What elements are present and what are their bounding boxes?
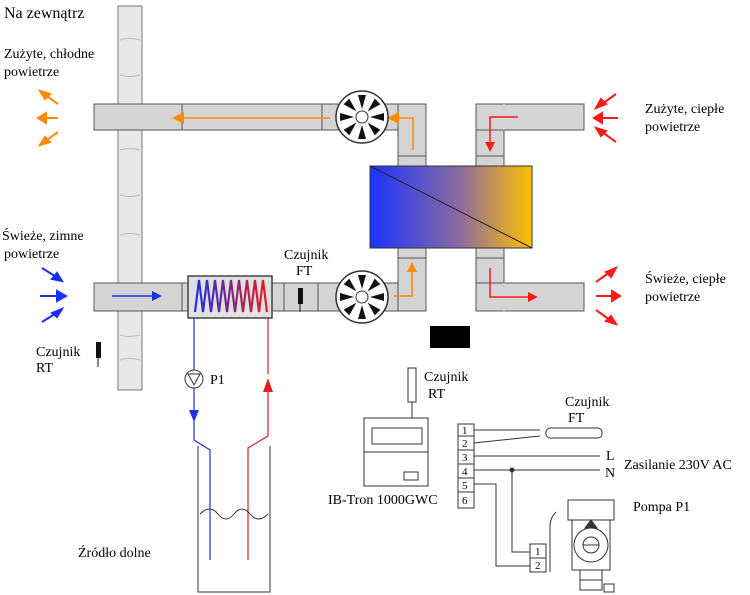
sensor-probe-icon xyxy=(298,288,303,312)
terminal-2: 2 xyxy=(462,438,468,450)
sensor-rt-left-label-1: Czujnik xyxy=(36,345,80,360)
terminal-5: 5 xyxy=(462,480,468,492)
warm-exhaust-duct xyxy=(475,103,585,167)
exhaust-cold-arrows xyxy=(36,89,59,147)
neutral-N-label: N xyxy=(605,466,615,481)
fresh-warm-label-2: powietrze xyxy=(645,290,700,305)
wiring xyxy=(473,429,600,567)
sensor-rt-controller-label-1: Czujnik xyxy=(424,370,468,385)
sensor-ft-terminal-label-2: FT xyxy=(568,411,585,426)
terminal-4: 4 xyxy=(462,466,468,478)
power-supply-label: Zasilanie 230V AC xyxy=(624,458,732,473)
sensor-rt-controller-label-2: RT xyxy=(428,387,445,402)
terminal-6: 6 xyxy=(462,495,468,507)
sensor-ft-terminal-label-1: Czujnik xyxy=(565,395,609,410)
pump-icon xyxy=(549,499,615,593)
sensor-probe-icon xyxy=(96,342,101,367)
pump-terminal-1: 1 xyxy=(535,546,541,558)
exhaust-turn-arrow xyxy=(387,112,414,150)
sensor-probe-icon xyxy=(545,427,603,439)
pump-terminal-block xyxy=(529,543,547,573)
pump-icon xyxy=(184,369,204,389)
ground-source-piping xyxy=(189,318,273,560)
fresh-turn-arrow xyxy=(394,270,413,297)
pump-symbol-label: P1 xyxy=(210,373,225,388)
exhaust-warm-label-1: Zużyte, ciepłe xyxy=(645,102,724,117)
controller-device xyxy=(363,417,429,487)
outside-air-intake-column xyxy=(117,5,143,391)
fresh-cold-label-2: powietrze xyxy=(4,247,59,262)
pump-name-label: Pompa P1 xyxy=(633,500,690,515)
terminal-1: 1 xyxy=(462,425,468,437)
black-block xyxy=(430,326,470,348)
sensor-ft-duct-label-2: FT xyxy=(296,264,313,279)
fresh-warm-arrows xyxy=(595,266,622,326)
outside-label: Na zewnątrz xyxy=(4,5,84,22)
phase-L-label: L xyxy=(606,449,615,464)
fan-icon xyxy=(335,90,389,144)
sensor-ft-duct-label-1: Czujnik xyxy=(284,248,328,263)
fresh-warm-label-1: Świeże, ciepłe xyxy=(645,270,726,287)
exhaust-warm-arrows xyxy=(592,93,618,143)
terminal-3: 3 xyxy=(462,452,468,464)
ground-source-label: Źródło dolne xyxy=(78,544,151,561)
exhaust-cold-label-1: Zużyte, chłodne xyxy=(4,47,94,62)
exhaust-warm-label-2: powietrze xyxy=(645,120,700,135)
pump-terminal-2: 2 xyxy=(535,560,541,572)
fresh-cold-label-1: Świeże, zimne xyxy=(2,227,84,244)
heat-exchanger-icon xyxy=(369,165,533,249)
exhaust-cold-label-2: powietrze xyxy=(4,65,59,80)
warm-supply-duct xyxy=(475,247,585,312)
sensor-rt-left-label-2: RT xyxy=(36,361,53,376)
ground-source-tank xyxy=(197,446,271,593)
fresh-cold-arrows xyxy=(40,267,69,323)
terminal-block xyxy=(457,423,475,509)
sensor-probe-icon xyxy=(407,367,417,418)
ground-coil-icon xyxy=(187,275,273,319)
fan-icon xyxy=(335,270,389,324)
controller-name: IB-Tron 1000GWC xyxy=(328,493,438,508)
